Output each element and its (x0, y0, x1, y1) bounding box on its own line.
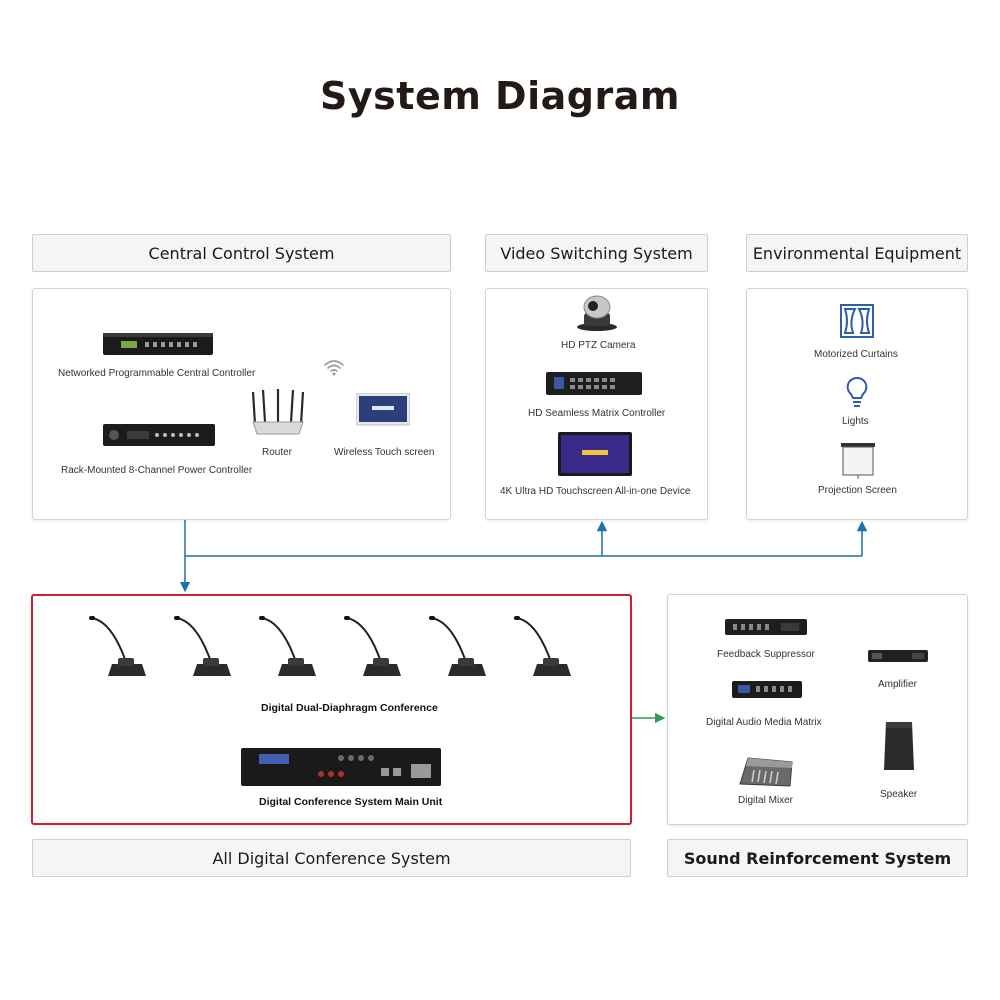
audio-matrix-label: Digital Audio Media Matrix (706, 717, 822, 728)
central-control-header: Central Control System (32, 234, 451, 272)
video-matrix-label: HD Seamless Matrix Controller (528, 408, 666, 419)
projection-screen-icon (841, 443, 875, 479)
power-controller-device (103, 424, 215, 446)
page-title: System Diagram (320, 74, 680, 118)
conference-mics (89, 615, 572, 677)
conference-main-unit-label: Digital Conference System Main Unit (259, 796, 443, 808)
wifi-icon (324, 360, 344, 376)
video-matrix-device (546, 372, 642, 395)
feedback-suppressor-device (725, 619, 807, 635)
power-controller-label: Rack-Mounted 8-Channel Power Controller (61, 465, 253, 476)
environmental-panel (746, 288, 968, 520)
touch-screen-device (356, 393, 410, 426)
projection-screen-label: Projection Screen (818, 485, 897, 496)
allinone-label: 4K Ultra HD Touchscreen All-in-one Devic… (500, 486, 691, 497)
allinone-device (558, 432, 632, 476)
router-label: Router (262, 447, 293, 458)
conference-main-unit (241, 748, 441, 786)
ptz-camera-label: HD PTZ Camera (561, 340, 636, 351)
sound-header: Sound Reinforcement System (667, 839, 968, 877)
digital-mixer-label: Digital Mixer (738, 795, 794, 806)
audio-matrix-device (732, 681, 802, 698)
feedback-suppressor-label: Feedback Suppressor (717, 649, 815, 660)
speaker-label: Speaker (880, 789, 918, 800)
central-controller-device (103, 333, 213, 355)
conference-panel (31, 594, 632, 825)
curtains-label: Motorized Curtains (814, 349, 898, 360)
central-controller-label: Networked Programmable Central Controlle… (58, 368, 256, 379)
amplifier-label: Amplifier (878, 679, 917, 690)
lightbulb-icon (846, 376, 868, 407)
amplifier-device (868, 650, 928, 662)
lights-label: Lights (842, 416, 869, 427)
speaker-device (884, 722, 914, 770)
curtains-icon (840, 304, 874, 338)
touch-screen-label: Wireless Touch screen (334, 447, 435, 458)
video-switching-header: Video Switching System (485, 234, 708, 272)
conference-header: All Digital Conference System (32, 839, 631, 877)
router-device (251, 389, 305, 435)
environmental-header: Environmental Equipment (746, 234, 968, 272)
ptz-camera-device (577, 295, 617, 331)
conference-mics-label: Digital Dual-Diaphragm Conference (261, 702, 438, 714)
sound-panel (667, 594, 968, 825)
digital-mixer-device (739, 757, 793, 787)
